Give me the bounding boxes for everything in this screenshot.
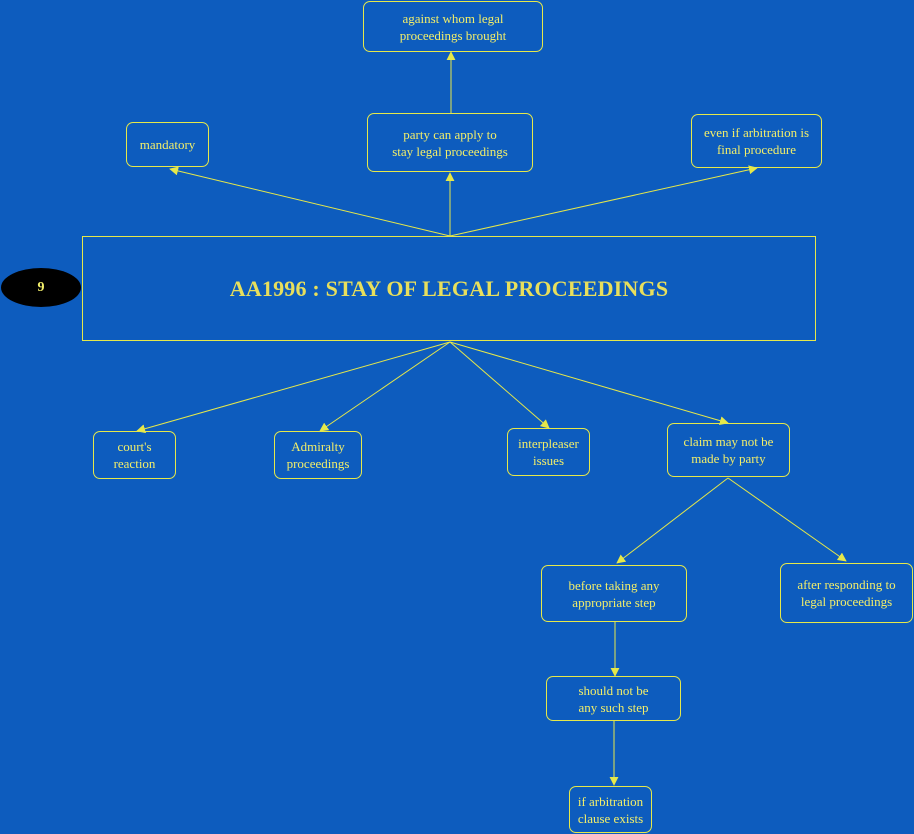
node-if-arbitration-clause: if arbitration clause exists (569, 786, 652, 833)
node-claim-not-made: claim may not be made by party (667, 423, 790, 477)
node-should-not-be: should not be any such step (546, 676, 681, 721)
node-after-responding: after responding to legal proceedings (780, 563, 913, 623)
arrow-to-before-step (616, 477, 729, 564)
node-even-if-arbitration: even if arbitration is final procedure (691, 114, 822, 168)
arrow-to-admiralty (319, 341, 451, 432)
page-number: 9 (37, 279, 45, 295)
arrow-to-after-responding (727, 477, 847, 562)
main-topic-title: AA1996 : STAY OF LEGAL PROCEEDINGS (229, 275, 669, 301)
page-number-badge: 9 (1, 268, 81, 307)
arrow-to-claim (449, 341, 729, 426)
arrow-to-mandatory (169, 166, 451, 237)
node-courts-reaction: court's reaction (93, 431, 176, 479)
node-interpleaser-issues: interpleaser issues (507, 428, 590, 476)
node-mandatory: mandatory (126, 122, 209, 167)
arrow-to-interpleaser (449, 341, 550, 429)
main-topic-box: AA1996 : STAY OF LEGAL PROCEEDINGS (82, 236, 816, 341)
node-admiralty-proceedings: Admiralty proceedings (274, 431, 362, 479)
node-party-can-apply: party can apply to stay legal proceeding… (367, 113, 533, 172)
arrow-to-courts-reaction (136, 341, 451, 434)
node-against-whom: against whom legal proceedings brought (363, 1, 543, 52)
arrow-to-even-if (449, 165, 758, 237)
node-before-step: before taking any appropriate step (541, 565, 687, 622)
